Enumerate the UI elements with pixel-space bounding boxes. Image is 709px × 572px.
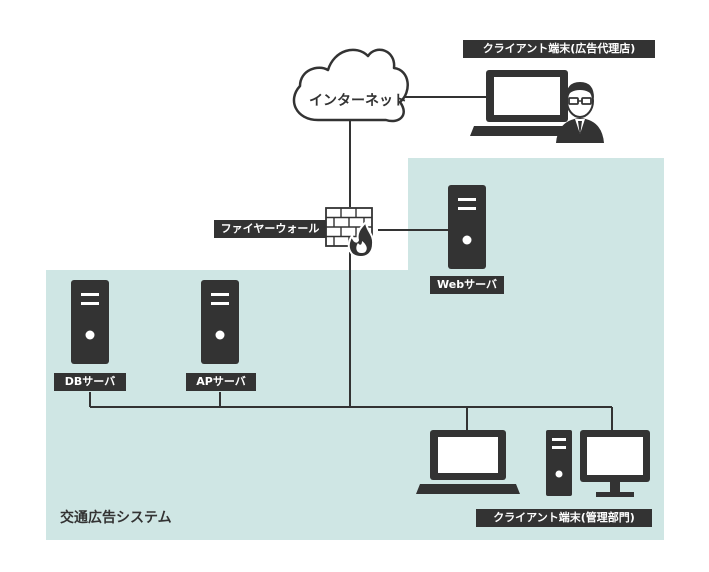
connection-lines (89, 96, 613, 430)
cloud-icon (292, 48, 409, 123)
db-server-icon (71, 280, 109, 364)
client-admin-label: クライアント端末(管理部門) (476, 509, 652, 527)
laptop-icon (470, 70, 584, 136)
admin-laptop-icon (416, 430, 520, 494)
monitor-icon (580, 430, 650, 497)
ap-server-icon (201, 280, 239, 364)
client-agency-label: クライアント端末(広告代理店) (463, 40, 655, 58)
desktop-tower-icon (546, 430, 572, 496)
internal-zone (46, 158, 664, 540)
web-server-icon (448, 185, 486, 269)
internet-label: インターネット (309, 93, 407, 109)
db-server-label: DBサーバ (54, 373, 126, 391)
person-icon (556, 82, 604, 143)
flame-icon (347, 219, 375, 259)
firewall-label: ファイヤーウォール (214, 220, 326, 238)
system-label: 交通広告システム (60, 510, 172, 526)
ap-server-label: APサーバ (186, 373, 256, 391)
web-server-label: Webサーバ (430, 276, 504, 294)
